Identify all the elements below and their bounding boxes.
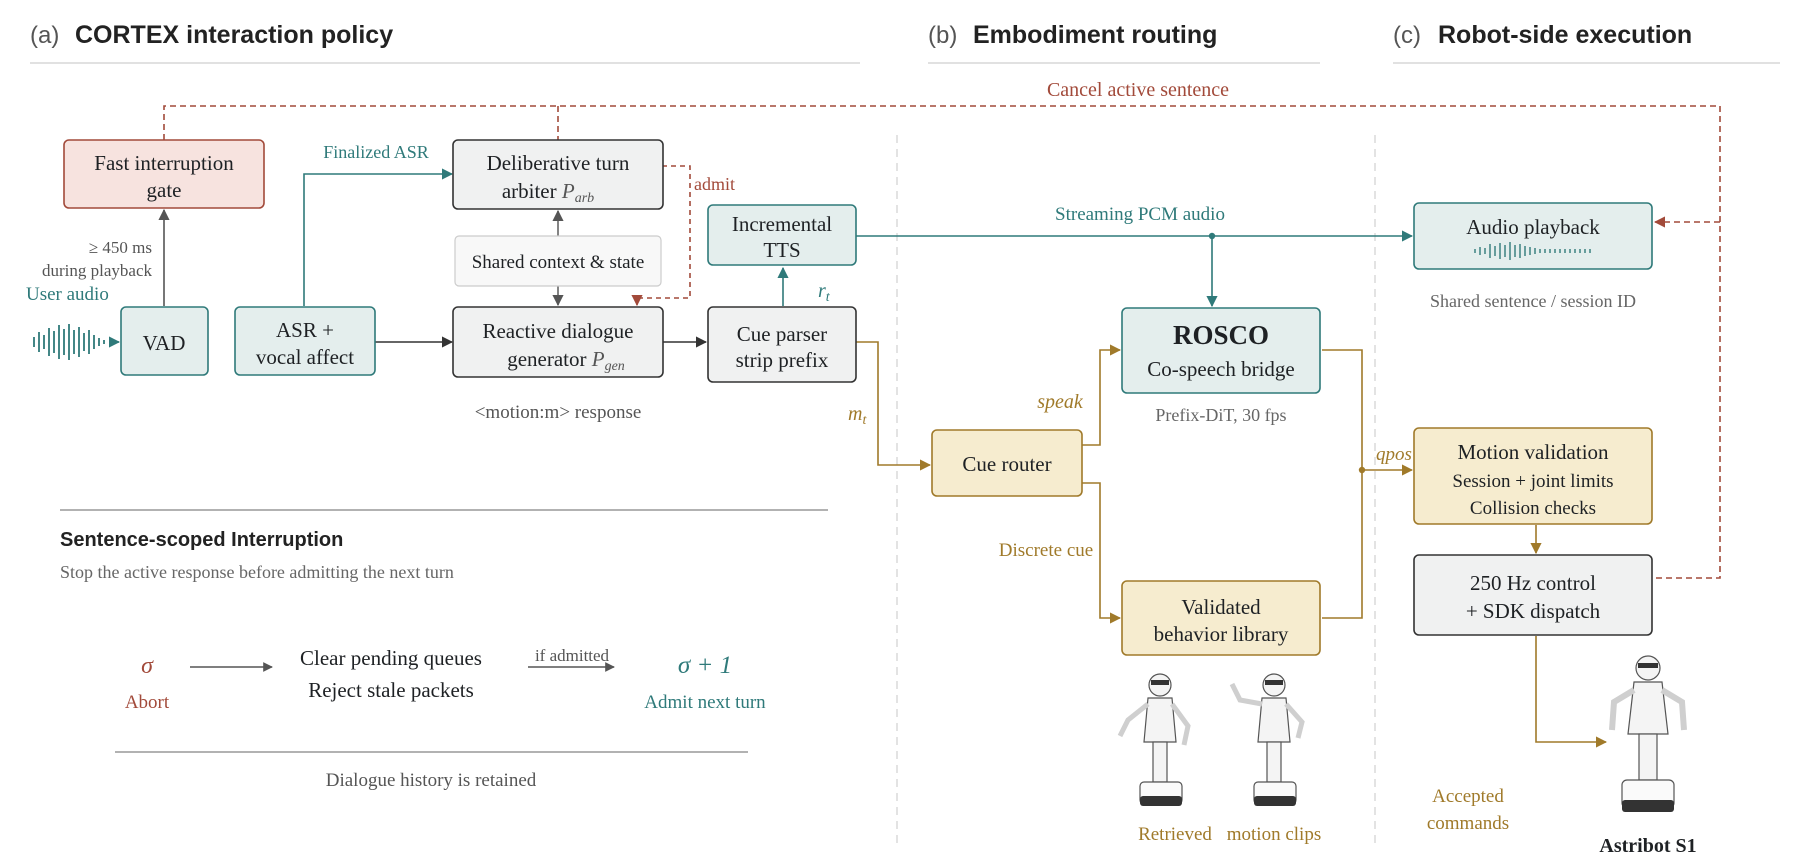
arbiter-line2: arbiter Parb (502, 179, 594, 206)
shared-context-box: Shared context & state (454, 235, 662, 287)
abort-label: Abort (125, 692, 170, 713)
cancel-active-sentence-arrow (163, 105, 1721, 584)
control-line2: + SDK dispatch (1466, 599, 1601, 623)
audio-playback-text: Audio playback (1466, 215, 1600, 239)
if-admitted-label: if admitted (535, 646, 610, 665)
fast-interruption-gate-box: Fast interruption gate (63, 139, 265, 209)
motion-response-label: <motion:m> response (475, 402, 642, 423)
deliberative-arbiter-box: Deliberative turn arbiter Parb (452, 139, 664, 210)
reactive-line1: Reactive dialogue (482, 319, 633, 343)
cancel-active-sentence-label: Cancel active sentence (1047, 79, 1229, 101)
threshold-label: ≥ 450 ms (89, 238, 152, 257)
interruption-subtitle: Stop the active response before admittin… (60, 562, 454, 582)
panel-c-letter: (c) (1393, 22, 1421, 49)
fast-gate-line2: gate (147, 178, 182, 202)
motion-validation-line3: Collision checks (1470, 498, 1596, 519)
finalized-asr-label: Finalized ASR (323, 142, 429, 162)
during-playback-label: during playback (42, 261, 152, 280)
rosco-box: ROSCO Co-speech bridge (1121, 307, 1321, 394)
accepted-label-line1: Accepted (1432, 786, 1504, 807)
incremental-tts-box: Incremental TTS (707, 204, 857, 266)
panel-a-header: (a) CORTEX interaction policy (30, 21, 860, 64)
interruption-section: Sentence-scoped Interruption Stop the ac… (60, 509, 828, 791)
vad-box: VAD (120, 306, 209, 376)
tts-line2: TTS (763, 238, 800, 262)
panel-b-header: (b) Embodiment routing (928, 21, 1320, 64)
user-audio-waveform-icon (33, 324, 105, 360)
interruption-title: Sentence-scoped Interruption (60, 529, 343, 551)
vad-text: VAD (143, 331, 186, 355)
sigma-next-symbol: σ + 1 (678, 652, 732, 679)
cue-router-box: Cue router (931, 429, 1083, 497)
behavior-library-line1: Validated (1181, 595, 1261, 619)
reactive-generator-box: Reactive dialogue generator Pgen (452, 306, 664, 378)
motion-validation-box: Motion validation Session + joint limits… (1413, 427, 1653, 525)
fast-gate-line1: Fast interruption (94, 151, 234, 175)
asr-line2: vocal affect (256, 345, 354, 369)
panel-a-letter: (a) (30, 22, 59, 49)
audio-playback-box: Audio playback (1413, 202, 1653, 270)
cue-parser-line1: Cue parser (737, 322, 827, 346)
reject-packets-text: Reject stale packets (308, 678, 474, 702)
astribot-s1-icon (1609, 655, 1687, 812)
motion-clips-label: motion clips (1227, 824, 1321, 845)
reactive-line2: generator Pgen (507, 347, 625, 374)
streaming-pcm-label: Streaming PCM audio (1055, 204, 1225, 225)
behavior-library-line2: behavior library (1154, 622, 1289, 646)
panel-c-header: (c) Robot-side execution (1393, 21, 1780, 64)
robot-clip-1-icon (1117, 673, 1191, 806)
connectors (108, 165, 1608, 748)
rosco-subtitle: Co-speech bridge (1147, 357, 1295, 381)
prefix-dit-label: Prefix-DiT, 30 fps (1155, 405, 1286, 425)
speak-label: speak (1037, 391, 1084, 413)
cue-router-text: Cue router (962, 452, 1051, 476)
panel-b-letter: (b) (928, 22, 957, 49)
control-dispatch-box: 250 Hz control + SDK dispatch (1413, 554, 1653, 636)
audio-waveform-icon (1474, 242, 1591, 260)
tts-line1: Incremental (732, 212, 832, 236)
control-line1: 250 Hz control (1470, 571, 1596, 595)
admit-label: admit (694, 174, 735, 194)
retrieved-label: Retrieved (1138, 824, 1212, 845)
arbiter-line1: Deliberative turn (487, 151, 630, 175)
shared-context-text: Shared context & state (472, 252, 645, 273)
clear-queues-text: Clear pending queues (300, 646, 482, 670)
m-t-label: mt (848, 403, 867, 428)
robot-clip-2-icon (1229, 673, 1305, 806)
panel-b-title: Embodiment routing (973, 21, 1217, 49)
pcm-junction (1208, 232, 1216, 240)
panel-a-title: CORTEX interaction policy (75, 21, 393, 49)
accepted-label-line2: commands (1427, 813, 1509, 834)
user-audio-label: User audio (26, 284, 109, 305)
cue-parser-line2: strip prefix (736, 348, 829, 372)
motion-validation-line1: Motion validation (1457, 440, 1609, 464)
qpos-junction (1358, 466, 1366, 474)
admit-next-label: Admit next turn (644, 692, 766, 713)
rosco-title: ROSCO (1173, 320, 1269, 350)
asr-line1: ASR + (276, 318, 334, 342)
history-retained-text: Dialogue history is retained (326, 770, 537, 791)
shared-id-label: Shared sentence / session ID (1430, 291, 1636, 311)
asr-box: ASR + vocal affect (234, 306, 376, 376)
panel-c-title: Robot-side execution (1438, 21, 1692, 49)
sigma-symbol: σ (141, 653, 154, 679)
r-t-label: rt (818, 280, 831, 305)
robot-name-label: Astribot S1 (1599, 835, 1696, 855)
behavior-library-box: Validated behavior library (1121, 580, 1321, 656)
cue-parser-box: Cue parser strip prefix (707, 306, 857, 383)
qpos-label: qpos (1376, 444, 1412, 465)
discrete-cue-label: Discrete cue (999, 540, 1093, 561)
motion-validation-line2: Session + joint limits (1452, 471, 1613, 492)
